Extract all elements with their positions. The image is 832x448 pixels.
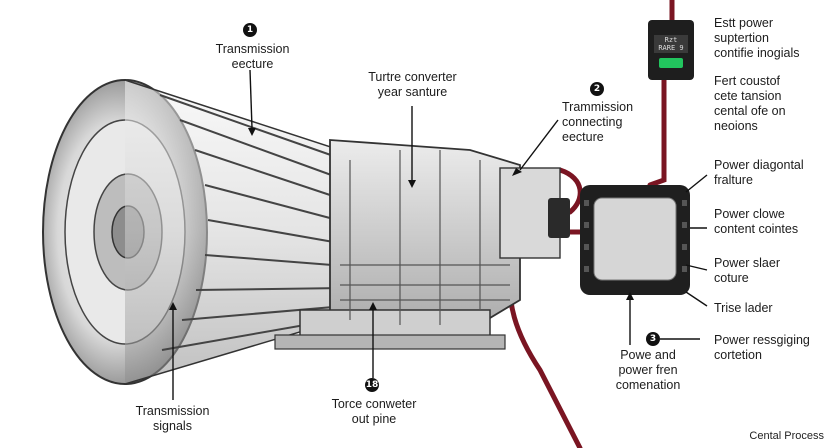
leader-lines (172, 69, 708, 400)
label-power-diagontal: Power diagontal fralture (714, 158, 804, 187)
leader-arrowheads (169, 128, 634, 310)
control-module (580, 185, 690, 295)
sensor-label-line2: RARE 9 (658, 44, 684, 52)
label-powe-and-power: Powe and power fren comenation (615, 348, 681, 392)
label-torce-conweter: Torce conweter out pine (331, 397, 417, 426)
label-transmission-eecture: Transmission eecture (215, 42, 290, 71)
label-turtre-converter: Turtre converter year santure (368, 70, 457, 99)
callout-badge-2: 2 (590, 82, 604, 96)
top-sensor-module (648, 20, 694, 80)
transmission-case (274, 139, 570, 350)
callout-badge-1: 1 (243, 23, 257, 37)
callout-badge-18: 18 (365, 378, 379, 392)
label-fert-coustof: Fert coustof cete tansion cental ofe on … (714, 74, 786, 133)
cable-left-loop (545, 167, 583, 221)
cable-top-sensor-down (647, 77, 667, 188)
label-power-ressgiging: Power ressgiging cortetion (714, 333, 810, 362)
sensor-label-line1: Rzt (664, 36, 678, 44)
label-trise-lader: Trise lader (714, 301, 773, 315)
footer-caption: Cental Process (749, 430, 824, 442)
callout-badge-3: 3 (646, 332, 660, 346)
label-power-slaer: Power slaer coture (714, 256, 780, 285)
label-transmission-signals: Transmission signals (135, 404, 210, 433)
label-trammission-connecting: Trammission connecting eecture (562, 100, 634, 144)
bellhousing (42, 79, 346, 385)
label-estt-power: Estt power suptertion contifie inogials (714, 16, 800, 60)
label-power-clowe: Power clowe content cointes (714, 207, 799, 236)
